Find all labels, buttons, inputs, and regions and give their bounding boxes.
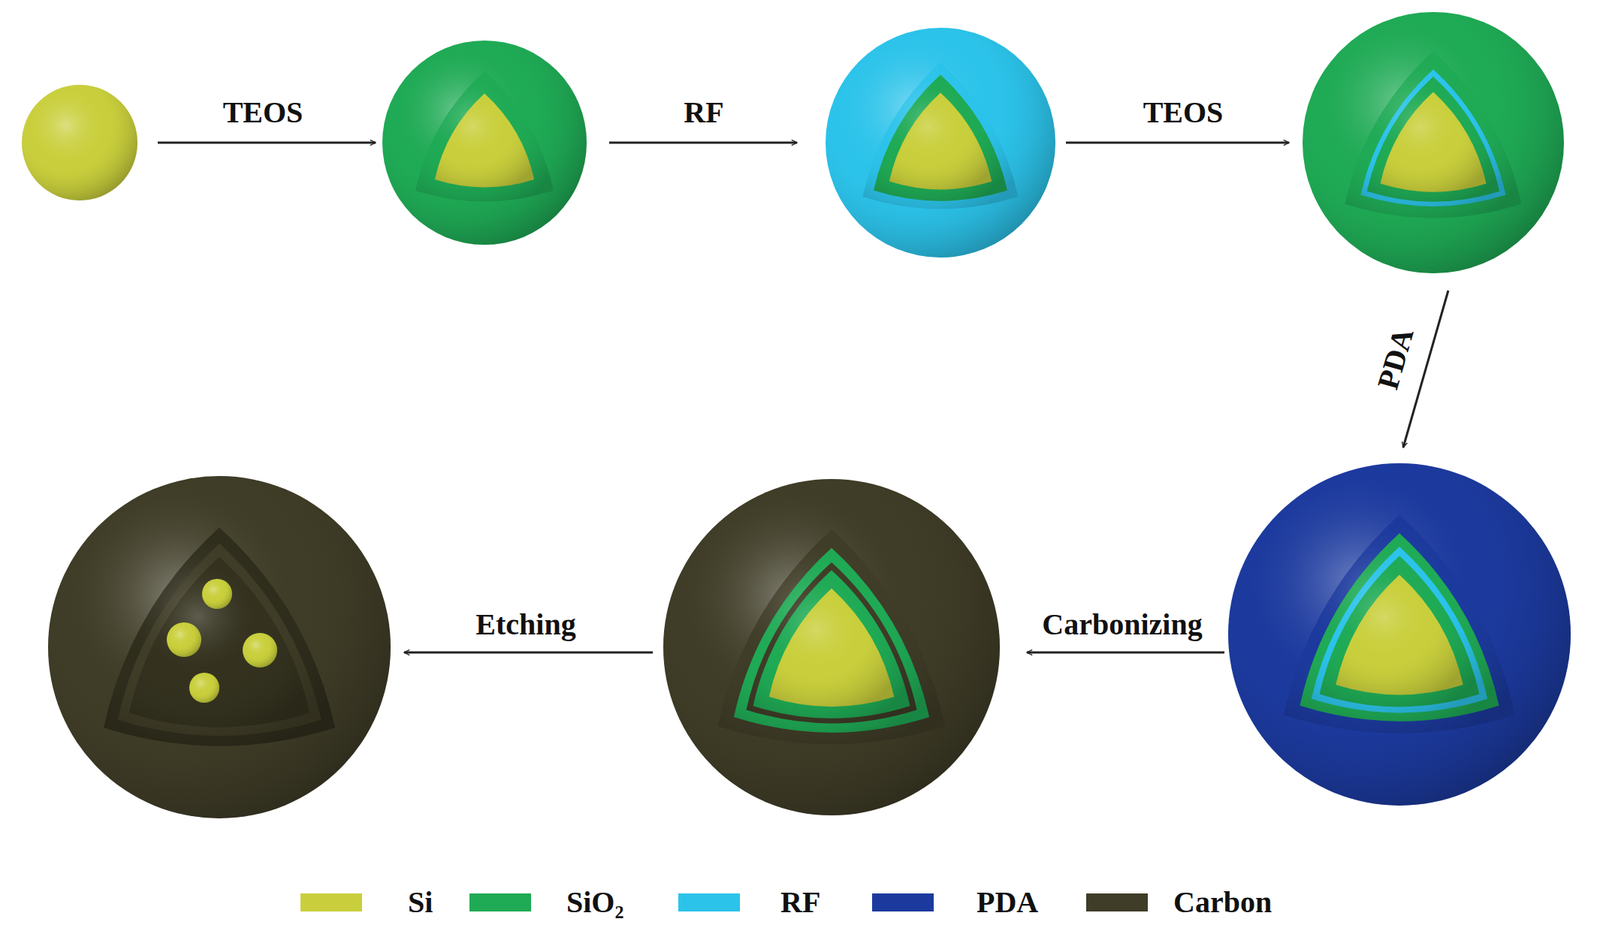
layer-section xyxy=(434,93,535,188)
sphere-shell xyxy=(1302,12,1564,274)
layer-shading xyxy=(863,62,1019,209)
layer-section xyxy=(1367,76,1500,203)
step-label: TEOS xyxy=(1143,97,1224,128)
sphere-shading xyxy=(382,40,587,245)
si-particle-shading xyxy=(189,673,220,704)
si-particle-shading xyxy=(242,633,278,668)
sphere-shell xyxy=(825,27,1056,258)
layer-section xyxy=(746,562,918,725)
layer-shading xyxy=(746,562,918,725)
sphere-group xyxy=(21,12,1571,819)
layer-section xyxy=(1319,556,1480,708)
sphere-shading xyxy=(1228,463,1571,807)
layer-section xyxy=(103,527,336,746)
legend-swatch xyxy=(469,893,532,912)
sphere-shell xyxy=(48,476,391,819)
layer-shading xyxy=(1300,533,1500,722)
legend-text: RF xyxy=(780,887,821,918)
step-label: Carbonizing xyxy=(1041,609,1202,640)
layer-shading xyxy=(117,543,322,737)
process-arrow xyxy=(157,141,376,145)
layer-shading xyxy=(769,588,894,707)
layer-section xyxy=(873,75,1008,202)
layer-shading xyxy=(415,71,554,203)
layer-section xyxy=(1283,514,1516,734)
process-arrow xyxy=(1065,141,1290,145)
layer-shading xyxy=(1380,92,1487,193)
layer-section xyxy=(1361,69,1507,207)
layer-shading xyxy=(1311,546,1488,713)
layer-shading xyxy=(873,75,1008,202)
layer-section xyxy=(1311,546,1488,713)
legend-text: SiO₂ xyxy=(566,887,624,918)
layer-shading xyxy=(434,93,535,188)
sphere-shell xyxy=(382,40,587,245)
layer-section xyxy=(769,588,894,707)
layer-shading xyxy=(1319,556,1480,708)
legend-text: Si xyxy=(407,887,433,918)
sphere-shell xyxy=(663,479,1000,816)
layer-shading xyxy=(103,527,336,746)
legend-text: Carbon xyxy=(1173,887,1272,918)
si-particle xyxy=(202,579,233,610)
layer-shading xyxy=(1283,514,1516,734)
si-particle-shading xyxy=(166,622,202,658)
legend-swatch xyxy=(872,893,934,912)
layer-section xyxy=(863,62,1019,209)
layer-section xyxy=(889,93,992,191)
si-particle-shading xyxy=(202,579,233,610)
layer-shading xyxy=(1367,76,1500,203)
layer-shading xyxy=(1361,69,1507,207)
layer-shading xyxy=(889,93,992,191)
legend-text: PDA xyxy=(976,887,1039,918)
sphere-shading xyxy=(663,479,1000,816)
process-arrow xyxy=(1026,652,1225,655)
sphere-shading xyxy=(1302,12,1564,274)
si-particle xyxy=(242,633,278,668)
arrow-group xyxy=(157,142,1449,653)
process-arrow xyxy=(609,141,797,145)
layer-section xyxy=(1380,92,1487,193)
process-arrow xyxy=(404,652,653,655)
layer-section xyxy=(129,557,310,728)
layer-section xyxy=(1335,574,1463,695)
step-label: RF xyxy=(683,97,724,128)
step-label: PDA xyxy=(1372,325,1419,393)
sphere-shading xyxy=(825,27,1056,258)
step-label: Etching xyxy=(475,609,576,640)
layer-shading xyxy=(1345,51,1522,218)
layer-shading xyxy=(753,570,911,719)
layer-shading xyxy=(1335,574,1463,695)
legend-swatch xyxy=(678,893,740,912)
step-label: TEOS xyxy=(223,97,304,128)
si-core xyxy=(21,84,138,201)
si-core-shading xyxy=(21,84,138,201)
legend-swatch xyxy=(300,893,363,912)
process-arrow xyxy=(1403,290,1449,448)
legend-swatch xyxy=(1086,893,1148,912)
si-particle xyxy=(166,622,202,658)
layer-section xyxy=(1345,51,1522,218)
layer-section xyxy=(415,71,554,203)
layer-shading xyxy=(733,548,930,734)
layer-shading xyxy=(718,529,946,745)
si-particle xyxy=(189,673,220,704)
sphere-shading xyxy=(48,476,391,819)
layer-section xyxy=(1300,533,1500,722)
layer-section xyxy=(753,570,911,719)
sphere-shell xyxy=(1228,463,1571,807)
layer-section xyxy=(718,529,946,745)
layer-shading xyxy=(129,557,310,728)
layer-section xyxy=(117,543,322,737)
layer-section xyxy=(733,548,930,734)
